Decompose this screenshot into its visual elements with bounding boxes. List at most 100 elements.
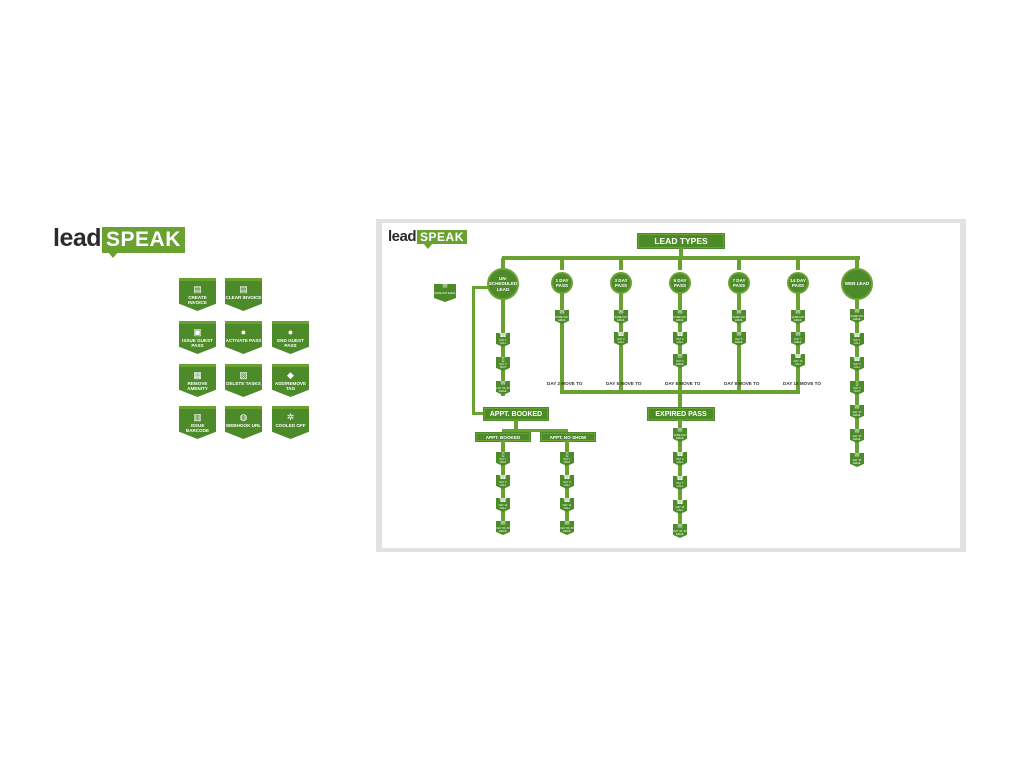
badge-clear-invoice: ▤CLEAR INVOICE bbox=[225, 278, 262, 311]
email-icon: ✉ bbox=[677, 428, 683, 434]
expired-pass-box: EXPIRED PASS bbox=[647, 407, 715, 421]
mobile-icon: ▯ bbox=[501, 452, 505, 458]
step-label: SAME DAY EMAIL bbox=[614, 316, 628, 322]
step-label: DAY 7 CALL bbox=[676, 482, 684, 488]
lead-type-day-7-pass: 7 DAY PASS bbox=[728, 272, 750, 294]
clear-invoice-icon: ▤ bbox=[239, 284, 248, 294]
step-label: DAY 30, 60 EMAIL bbox=[673, 530, 687, 536]
step-label: DAY 3 TEXT bbox=[499, 363, 507, 369]
unscheduled-step-2: ▯DAY 3 TEXT bbox=[496, 357, 510, 371]
phone-icon: ☎ bbox=[563, 498, 571, 504]
expired-spine bbox=[678, 420, 682, 530]
step-label: DAY 30, 60 EMAIL bbox=[496, 527, 510, 533]
day7-step-2: ✉DAY 5 EMAIL bbox=[732, 332, 746, 346]
email-icon: ✉ bbox=[854, 429, 860, 435]
snowflake-icon: ✲ bbox=[286, 412, 295, 422]
step-label: DAY 3 CALL bbox=[676, 458, 684, 464]
web-step-3: ☎DAY 3 CALL bbox=[850, 357, 864, 371]
step-label: DAY 1 TEXT bbox=[499, 458, 507, 464]
lead-type-web-lead: WEB LEAD bbox=[841, 268, 873, 300]
lead-type-drop-line bbox=[796, 258, 800, 270]
badge-issue-barcode: ▥ISSUE BARCODE bbox=[179, 406, 216, 439]
email-icon: ✉ bbox=[500, 521, 506, 527]
step-label: DAY 2 CALL bbox=[499, 481, 507, 487]
step-label: DAY 10 EMAIL bbox=[852, 411, 862, 417]
day5-step-3: ✉DAY 4 EMAIL bbox=[673, 354, 687, 368]
badge-label: ACTIVATE PASS bbox=[225, 338, 262, 343]
web-step-1: ✉SAME DAY EMAIL bbox=[850, 309, 864, 323]
step-label: DAY 2 CALL bbox=[617, 338, 625, 344]
email-icon: ✉ bbox=[795, 332, 801, 338]
lead-type-drop-line bbox=[678, 258, 682, 270]
lead-types-title: LEAD TYPES bbox=[637, 233, 725, 249]
move-note: DAY 5 MOVE TO bbox=[606, 381, 642, 386]
step-label: DAY 30, 60 EMAIL bbox=[560, 527, 574, 533]
lead-type-drop-line bbox=[501, 258, 505, 270]
phone-icon: ☎ bbox=[676, 332, 684, 338]
lead-type-day-5-pass: 5 DAY PASS bbox=[669, 272, 691, 294]
step-label: DAY 3 CALL bbox=[676, 338, 684, 344]
badge-label: WEBHOOK URL bbox=[225, 423, 262, 428]
step-label: DAY 5 EMAIL bbox=[735, 338, 743, 344]
title-connector-line bbox=[679, 248, 683, 257]
lead-type-drop-line bbox=[855, 258, 859, 270]
loop-top-line bbox=[474, 286, 488, 289]
step-label: SAME DAY EMAIL bbox=[850, 315, 864, 321]
badge-label: END GUEST PASS bbox=[277, 338, 304, 348]
guest-pass-icon: ▣ bbox=[193, 327, 202, 337]
lead-type-label: UN-SCHEDULED LEAD bbox=[488, 275, 518, 292]
day3-spine bbox=[619, 292, 623, 356]
web-step-4: ▯DAY 5 TEXT bbox=[850, 381, 864, 395]
lead-type-day-14-pass: 14 DAY PASS bbox=[787, 272, 809, 294]
day5-step-2: ☎DAY 3 CALL bbox=[673, 332, 687, 346]
booked-step-3: ☎DAY 14 CALL bbox=[496, 498, 510, 512]
badge-label: COOLED OFF bbox=[275, 423, 306, 428]
email-icon: ✉ bbox=[854, 405, 860, 411]
day14-step-2: ✉DAY 7 EMAIL bbox=[791, 332, 805, 346]
email-icon: ✉ bbox=[677, 524, 683, 530]
booked-step-4: ✉DAY 30, 60 EMAIL bbox=[496, 521, 510, 535]
expired-step-5: ✉DAY 30, 60 EMAIL bbox=[673, 524, 687, 538]
diagram-logo-lead-text: lead bbox=[388, 228, 417, 245]
step-label: DAY 10 CALL bbox=[793, 360, 803, 366]
email-icon: ✉ bbox=[618, 310, 624, 316]
lead-type-drop-line bbox=[619, 258, 623, 270]
phone-icon: ☎ bbox=[499, 498, 507, 504]
expired-step-3: ☎DAY 7 CALL bbox=[673, 476, 687, 490]
expired-step-4: ☎DAY 14 CALL bbox=[673, 500, 687, 514]
lead-type-day-3-pass: 3 DAY PASS bbox=[610, 272, 632, 294]
move-note: DAY 8 MOVE TO bbox=[665, 381, 701, 386]
mobile-icon: ▯ bbox=[565, 452, 569, 458]
remove-amenity-icon: ▦ bbox=[193, 370, 202, 380]
phone-icon: ☎ bbox=[676, 452, 684, 458]
step-label: SAME DAY EMAIL bbox=[555, 316, 569, 322]
unscheduled-spine bbox=[501, 298, 505, 396]
phone-icon: ☎ bbox=[676, 476, 684, 482]
lead-type-unscheduled-lead: UN-SCHEDULED LEAD bbox=[487, 268, 519, 300]
phone-icon: ☎ bbox=[853, 333, 861, 339]
person-icon: ● bbox=[240, 327, 247, 337]
invoice-icon: ▤ bbox=[193, 284, 202, 294]
no-show-step-1: ▯DAY 1 TEXT bbox=[560, 452, 574, 466]
appt-split-line bbox=[502, 429, 568, 432]
badge-label: ISSUE GUEST PASS bbox=[182, 338, 213, 348]
email-icon: ✉ bbox=[736, 332, 742, 338]
day14-step-3: ☎DAY 10 CALL bbox=[791, 354, 805, 368]
phone-icon: ☎ bbox=[617, 332, 625, 338]
phone-icon: ☎ bbox=[499, 333, 507, 339]
expired-return-bus bbox=[560, 390, 800, 394]
web-step-6: ✉DAY 20 EMAIL bbox=[850, 429, 864, 443]
step-label: DAY 14 CALL bbox=[562, 504, 572, 510]
badge-remove-amenity: ▦REMOVE AMENITY bbox=[179, 364, 216, 397]
tag-icon: ◆ bbox=[287, 370, 294, 380]
mobile-icon: ▯ bbox=[855, 381, 859, 387]
move-note: DAY 8 MOVE TO bbox=[724, 381, 760, 386]
email-icon: ✉ bbox=[559, 310, 565, 316]
person-end-icon: ● bbox=[287, 327, 294, 337]
badge-label: CREATE INVOICE bbox=[188, 295, 207, 305]
day14-step-1: ✉SAME DAY EMAIL bbox=[791, 310, 805, 324]
lead-type-label: 5 DAY PASS bbox=[673, 277, 687, 289]
day3-step-1: ✉SAME DAY EMAIL bbox=[614, 310, 628, 324]
